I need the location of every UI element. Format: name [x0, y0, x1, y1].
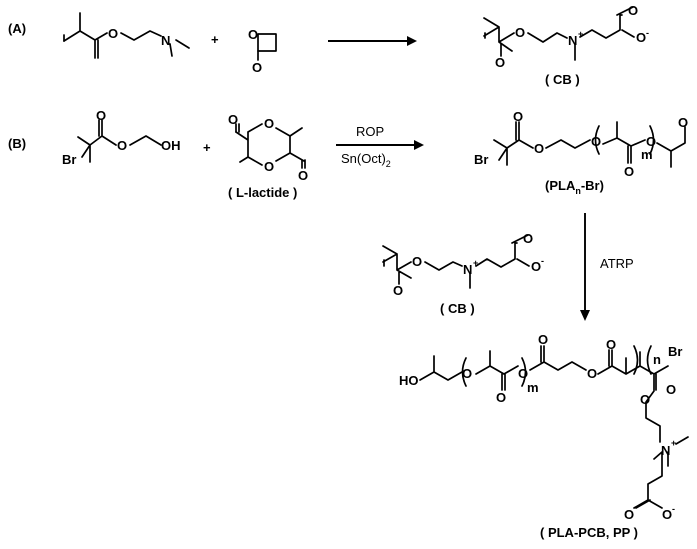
cb-a-ester-o: O [515, 25, 525, 40]
panel-b-label: (B) [8, 136, 26, 151]
pp-bromine: Br [668, 344, 682, 359]
pp-hydroxyl: HO [399, 373, 419, 388]
pla-repeat-co: O [624, 164, 634, 179]
pp-ammonium-n: N [661, 443, 670, 458]
pp-carboxylate-o: O [624, 507, 634, 522]
cb-c-plus: + [473, 258, 478, 268]
pla-m: m [641, 147, 653, 162]
a1-nitrogen: N [161, 33, 170, 48]
pla-bromine: Br [474, 152, 488, 167]
cb-a-carboxylate-ominus: O [636, 30, 646, 45]
lactide-o-top: O [228, 112, 238, 127]
cb-c-label: ( CB ) [440, 301, 475, 316]
pp-co3: O [606, 337, 616, 352]
pla-carbonyl-o: O [513, 109, 523, 124]
pp-o2: O [518, 366, 528, 381]
cb-a-label: ( CB ) [545, 72, 580, 87]
pla-pcb-molecule: HO O O m O O O O n Br O O N + O O - [399, 332, 689, 522]
pp-label: ( PLA-PCB, PP ) [540, 525, 638, 540]
lactone-carbonyl-o: O [252, 60, 262, 75]
pla-br-label: (PLAn-Br) [545, 178, 604, 196]
cb-c-carboxylate-o: O [523, 231, 533, 246]
pp-o3: O [587, 366, 597, 381]
cb-a-carboxylate-o: O [628, 3, 638, 18]
pp-co2: O [538, 332, 548, 347]
pp-n-sub: n [653, 352, 661, 367]
cb-molecule-a: O O N + O O - [483, 3, 649, 70]
cb-c-carboxylate-ominus: O [531, 259, 541, 274]
lactide-ring-o1: O [264, 116, 274, 131]
cb-molecule-c: O O N + O O - [382, 231, 544, 298]
pp-o4: O [640, 392, 650, 407]
pp-o1: O [462, 366, 472, 381]
cb-a-plus: + [578, 29, 583, 39]
pla-repeat-o: O [591, 134, 601, 149]
pp-carboxylate-ominus: O [662, 507, 672, 522]
initiator-molecule: O O Br OH [62, 108, 181, 167]
init-bromine: Br [62, 152, 76, 167]
cb-c-ester-o: O [412, 254, 422, 269]
init-hydroxyl: OH [161, 138, 181, 153]
arrow-b-top-label: ROP [356, 124, 384, 139]
pla-ester-o: O [534, 141, 544, 156]
init-carbonyl-o: O [96, 108, 106, 123]
cb-c-ammonium-n: N [463, 262, 472, 277]
arrow-b-bottom-label: Sn(Oct)2 [341, 151, 391, 169]
a1-ether-o: O [108, 26, 118, 41]
pp-minus: - [672, 504, 675, 514]
pp-plus: + [671, 438, 676, 448]
lactide-label: ( L-lactide ) [228, 185, 297, 200]
atrp-label: ATRP [600, 256, 634, 271]
cb-c-carbonyl-o: O [393, 283, 403, 298]
arrow-c-head [580, 310, 590, 321]
cb-c-minus: - [541, 256, 544, 266]
lactone-ring-o: O [248, 27, 258, 42]
lactide-o-bottom: O [298, 168, 308, 183]
reactant-a1: O N [63, 12, 190, 59]
beta-propiolactone: O O [248, 27, 277, 75]
cb-a-carbonyl-o: O [495, 55, 505, 70]
plus-sign-a: + [211, 32, 219, 47]
cb-a-ammonium-n: N [568, 33, 577, 48]
lactide-ring-o2: O [264, 159, 274, 174]
pp-co1: O [496, 390, 506, 405]
plus-sign-b: + [203, 140, 211, 155]
panel-a-label: (A) [8, 21, 26, 36]
pp-m: m [527, 380, 539, 395]
arrow-a-head [407, 36, 417, 46]
pp-co4: O [666, 382, 676, 397]
pla-oh: O [678, 115, 688, 130]
pla-repeat-o2: O [646, 134, 656, 149]
cb-a-minus: - [646, 28, 649, 38]
l-lactide: O O O O [228, 112, 308, 183]
pla-br-molecule: O O Br O O O m O [474, 109, 688, 179]
init-ester-o: O [117, 138, 127, 153]
arrow-b-head [414, 140, 424, 150]
